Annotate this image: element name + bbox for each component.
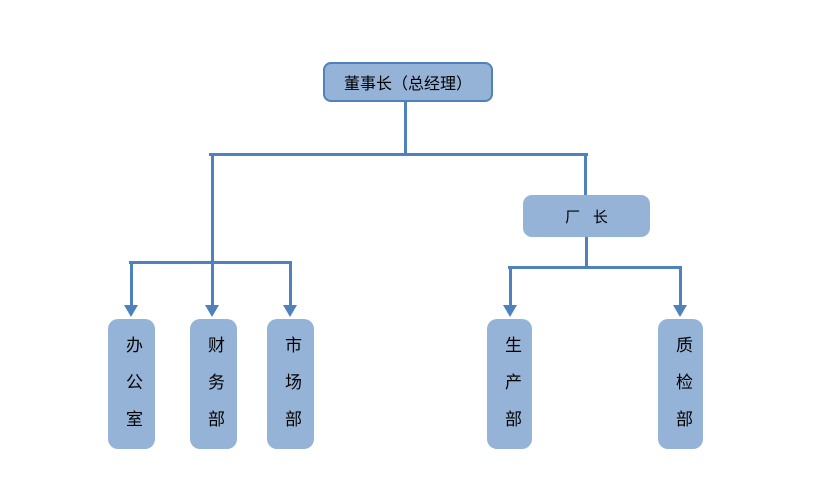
node-finance-dept: 财务部 [190,319,237,449]
node-office-dept: 办公室 [108,319,155,449]
arrowhead-down-icon [124,305,138,317]
node-factory-director-label: 厂 长 [565,207,608,226]
node-marketing-dept: 市场部 [267,319,314,449]
connector-line [508,266,682,269]
arrowhead-down-icon [283,305,297,317]
connector-line [289,263,292,305]
connector-line [404,102,407,154]
connector-line [509,268,512,305]
node-chairman-label: 董事长（总经理） [343,74,472,93]
arrowhead-down-icon [673,305,687,317]
connector-line [679,268,682,305]
connector-line [211,154,214,305]
node-chairman: 董事长（总经理） [323,62,493,102]
node-factory-director: 厂 长 [523,195,650,237]
connector-line [584,154,587,195]
arrowhead-down-icon [205,305,219,317]
connector-line [585,237,588,267]
node-quality-dept: 质检部 [658,319,703,449]
node-production-dept: 生产部 [487,319,532,449]
connector-line [129,261,292,264]
connector-line [130,263,133,305]
arrowhead-down-icon [503,305,517,317]
connector-line [209,153,588,156]
